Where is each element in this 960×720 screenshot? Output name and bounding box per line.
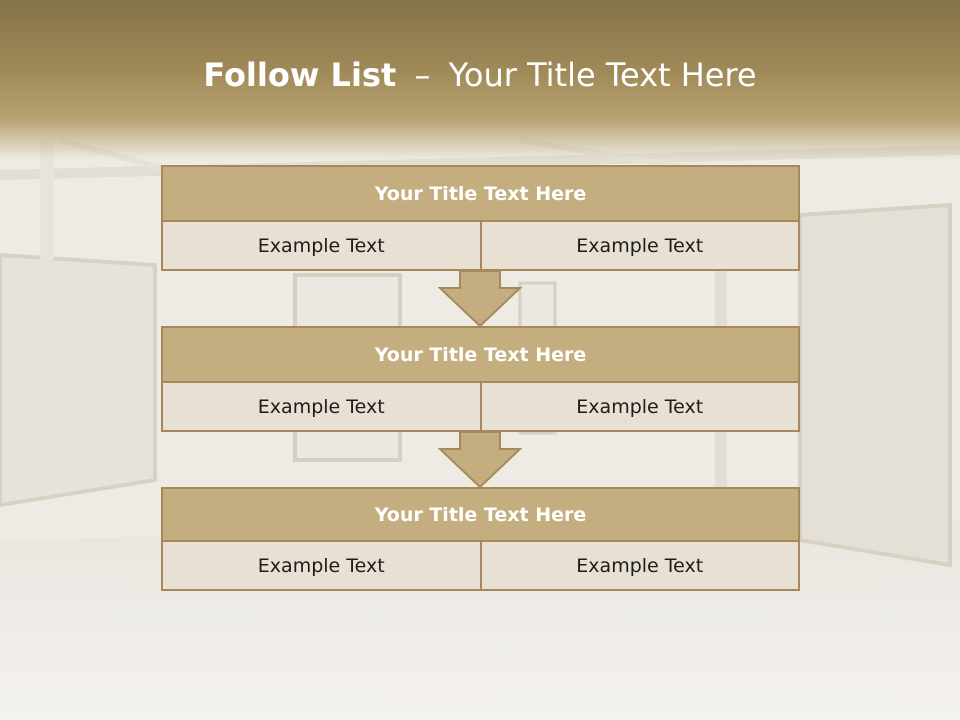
step-cell-right: Example Text — [479, 383, 798, 430]
step-row: Example Text Example Text — [161, 542, 800, 591]
step-cell-right: Example Text — [479, 222, 798, 269]
step-cell-left: Example Text — [163, 222, 480, 269]
follow-step-2: Your Title Text Here Example Text Exampl… — [161, 326, 800, 432]
title-bold: Follow List — [203, 56, 397, 94]
step-cell-left: Example Text — [163, 542, 480, 589]
step-title: Your Title Text Here — [161, 326, 800, 383]
title-rest: Your Title Text Here — [448, 56, 757, 94]
step-cell-right: Example Text — [479, 542, 798, 589]
down-arrow-icon — [438, 270, 522, 328]
down-arrow-icon — [438, 431, 522, 489]
follow-step-1: Your Title Text Here Example Text Exampl… — [161, 165, 800, 271]
slide-title: Follow List – Your Title Text Here — [0, 56, 960, 94]
step-row: Example Text Example Text — [161, 383, 800, 432]
header-band — [0, 0, 960, 160]
step-title: Your Title Text Here — [161, 487, 800, 542]
title-dash: – — [414, 56, 431, 94]
step-row: Example Text Example Text — [161, 222, 800, 271]
follow-step-3: Your Title Text Here Example Text Exampl… — [161, 487, 800, 591]
step-title: Your Title Text Here — [161, 165, 800, 222]
step-cell-left: Example Text — [163, 383, 480, 430]
